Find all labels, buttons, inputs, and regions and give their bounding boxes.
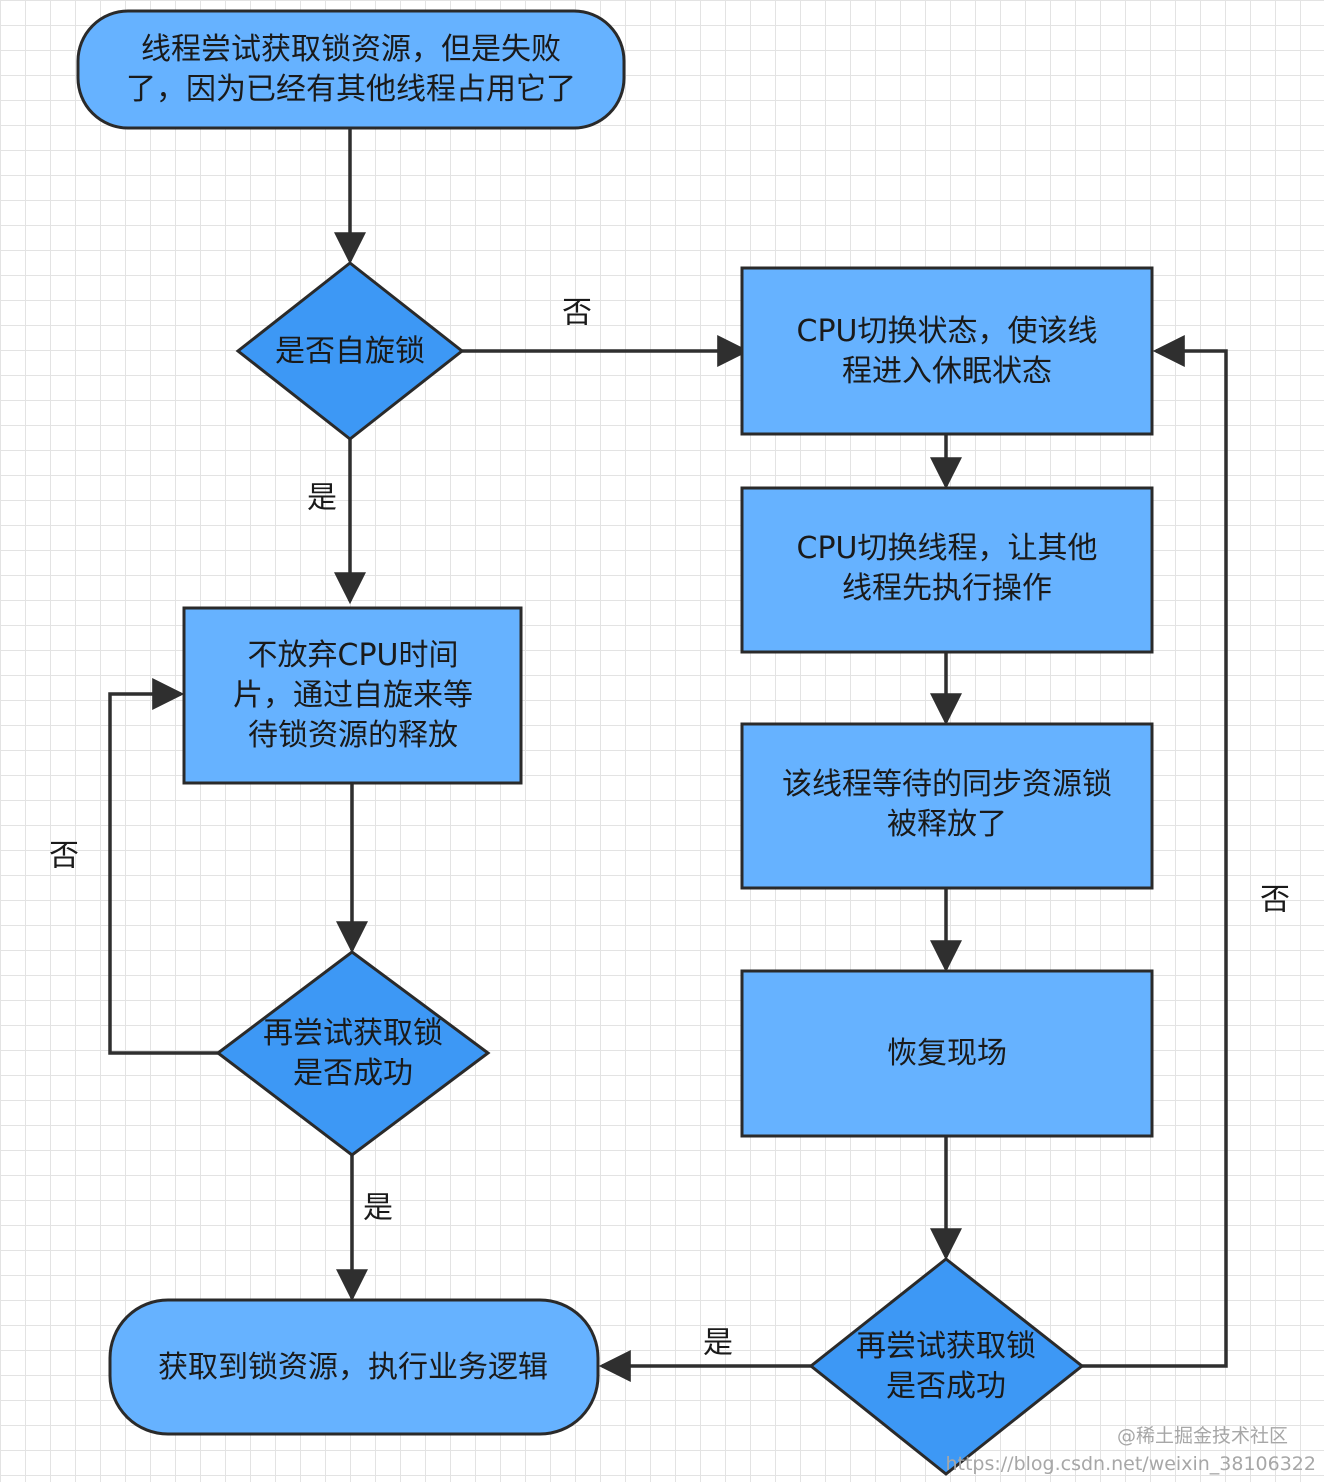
node-is-spin-lock: 是否自旋锁 bbox=[235, 261, 465, 441]
edge-label-right-yes: 是 bbox=[703, 1326, 733, 1361]
node-label-line: CPU切换线程，让其他 bbox=[797, 531, 1098, 566]
svg-text:再尝试获取锁是否成功: 再尝试获取锁是否成功 bbox=[856, 1329, 1036, 1404]
node-label-line: 线程先执行操作 bbox=[842, 571, 1052, 606]
node-retry-left: 再尝试获取锁是否成功 bbox=[215, 950, 491, 1157]
node-label-line: 了，因为已经有其他线程占用它了 bbox=[126, 72, 576, 107]
watermark-url: https://blog.csdn.net/weixin_38106322 bbox=[945, 1453, 1316, 1475]
node-label-line: 该线程等待的同步资源锁 bbox=[782, 767, 1112, 802]
edge-retry-right-to-cpu-sleep bbox=[1082, 335, 1228, 1368]
edge-retry-left-to-spin-wait bbox=[108, 678, 218, 1055]
node-label-line: 线程尝试获取锁资源，但是失败 bbox=[141, 32, 561, 67]
node-label-line: 被释放了 bbox=[887, 807, 1007, 842]
node-label-line: 再尝试获取锁 bbox=[856, 1329, 1036, 1364]
node-label-line: 片，通过自旋来等 bbox=[233, 678, 473, 713]
node-label-line: 再尝试获取锁 bbox=[263, 1016, 443, 1051]
node-cpu-switch: CPU切换线程，让其他线程先执行操作 bbox=[740, 486, 1154, 654]
node-label-line: 是否自旋锁 bbox=[275, 334, 425, 369]
svg-text:获取到锁资源，执行业务逻辑: 获取到锁资源，执行业务逻辑 bbox=[158, 1350, 548, 1385]
node-cpu-sleep: CPU切换状态，使该线程进入休眠状态 bbox=[740, 266, 1154, 436]
edges bbox=[108, 129, 1228, 1382]
svg-text:是否自旋锁: 是否自旋锁 bbox=[275, 334, 425, 369]
node-retry-right: 再尝试获取锁是否成功 bbox=[808, 1257, 1085, 1476]
svg-text:该线程等待的同步资源锁被释放了: 该线程等待的同步资源锁被释放了 bbox=[782, 767, 1112, 842]
node-restore: 恢复现场 bbox=[740, 969, 1154, 1138]
node-label-line: 待锁资源的释放 bbox=[248, 718, 458, 753]
svg-text:不放弃CPU时间片，通过自旋来等待锁资源的释放: 不放弃CPU时间片，通过自旋来等待锁资源的释放 bbox=[233, 638, 473, 753]
edge-label-left-yes: 是 bbox=[363, 1191, 393, 1226]
node-spin-wait: 不放弃CPU时间片，通过自旋来等待锁资源的释放 bbox=[182, 606, 523, 785]
edge-labels: 否 是 否 是 否 是 bbox=[49, 296, 1290, 1361]
edge-label-right-no: 否 bbox=[1260, 883, 1290, 918]
node-label-line: CPU切换状态，使该线 bbox=[797, 314, 1098, 349]
node-start: 线程尝试获取锁资源，但是失败了，因为已经有其他线程占用它了 bbox=[76, 9, 626, 130]
edge-label-spin-no: 否 bbox=[562, 296, 592, 331]
svg-text:线程尝试获取锁资源，但是失败了，因为已经有其他线程占用它了: 线程尝试获取锁资源，但是失败了，因为已经有其他线程占用它了 bbox=[126, 32, 576, 107]
node-label-line: 获取到锁资源，执行业务逻辑 bbox=[158, 1350, 548, 1385]
node-label-line: 不放弃CPU时间 bbox=[248, 638, 459, 673]
svg-text:再尝试获取锁是否成功: 再尝试获取锁是否成功 bbox=[263, 1016, 443, 1091]
svg-text:恢复现场: 恢复现场 bbox=[887, 1036, 1007, 1071]
watermark-brand: @稀土掘金技术社区 bbox=[1117, 1425, 1288, 1447]
node-lock-released: 该线程等待的同步资源锁被释放了 bbox=[740, 722, 1154, 890]
edge-label-left-no: 否 bbox=[49, 839, 79, 874]
edge-label-spin-yes: 是 bbox=[307, 481, 337, 516]
node-label-line: 恢复现场 bbox=[887, 1036, 1007, 1071]
node-label-line: 程进入休眠状态 bbox=[842, 354, 1052, 389]
svg-text:CPU切换状态，使该线程进入休眠状态: CPU切换状态，使该线程进入休眠状态 bbox=[797, 314, 1098, 389]
node-acquired: 获取到锁资源，执行业务逻辑 bbox=[108, 1298, 600, 1436]
svg-text:CPU切换线程，让其他线程先执行操作: CPU切换线程，让其他线程先执行操作 bbox=[797, 531, 1098, 606]
node-label-line: 是否成功 bbox=[886, 1369, 1006, 1404]
node-label-line: 是否成功 bbox=[293, 1056, 413, 1091]
